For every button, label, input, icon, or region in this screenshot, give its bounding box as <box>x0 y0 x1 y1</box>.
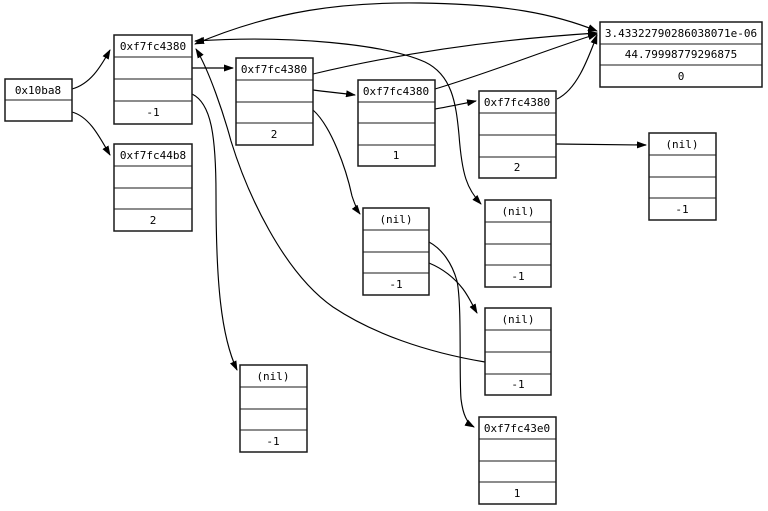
node-nil-lower: (nil) -1 <box>484 307 552 396</box>
edge-nil-lower-to-n1 <box>195 48 486 363</box>
node-nil-lower-value: -1 <box>511 378 524 391</box>
node-n3: 0xf7fc4380 2 <box>235 57 314 146</box>
edge-n3-to-n4 <box>312 89 356 98</box>
node-nil-bottom-left: (nil) -1 <box>239 364 308 453</box>
edge-n3-to-floats <box>312 30 598 75</box>
node-n4-value: 1 <box>393 149 400 162</box>
edge-root-to-n2 <box>71 111 111 156</box>
node-n4: 0xf7fc4380 1 <box>357 79 436 167</box>
node-n2: 0xf7fc44b8 2 <box>113 143 193 232</box>
edge-n3-to-nil-mid <box>312 109 361 215</box>
node-n6-title: 0xf7fc43e0 <box>484 422 550 435</box>
node-nil-mid: (nil) -1 <box>362 207 430 296</box>
node-n2-title: 0xf7fc44b8 <box>120 149 186 162</box>
node-nil-right: (nil) -1 <box>648 132 717 221</box>
node-n6: 0xf7fc43e0 1 <box>478 416 557 505</box>
edge-nil-mid-to-nil-lower <box>428 262 478 314</box>
node-nil-upper: (nil) -1 <box>484 199 552 288</box>
node-n5: 0xf7fc4380 2 <box>478 90 557 179</box>
edge-n5-to-floats <box>556 34 598 100</box>
node-nil-lower-title: (nil) <box>501 313 534 326</box>
node-root: 0x10ba8 <box>4 78 73 122</box>
node-nil-upper-value: -1 <box>511 270 524 283</box>
node-floats-row3: 0 <box>678 70 685 83</box>
node-floats: 3.43322790286038071e-06 44.7999877929687… <box>599 21 763 88</box>
edge-n1-to-nil-bottom-left <box>191 93 238 371</box>
edge-root-to-n1 <box>71 49 111 90</box>
node-nil-upper-title: (nil) <box>501 205 534 218</box>
node-nil-right-value: -1 <box>675 203 688 216</box>
node-nil-bottom-left-title: (nil) <box>256 370 289 383</box>
edge-n1-nil-upper-both <box>194 36 482 205</box>
node-n5-title: 0xf7fc4380 <box>484 96 550 109</box>
node-n1: 0xf7fc4380 -1 <box>113 34 193 125</box>
node-nil-right-title: (nil) <box>665 138 698 151</box>
node-n3-value: 2 <box>271 128 278 141</box>
node-floats-row2: 44.79998779296875 <box>625 48 738 61</box>
edge-n4-to-floats <box>434 33 598 90</box>
edge-floats-n1-both <box>194 2 598 45</box>
edge-n5-to-nil-right <box>555 141 647 149</box>
node-n4-title: 0xf7fc4380 <box>363 85 429 98</box>
node-n2-value: 2 <box>150 214 157 227</box>
node-n1-title: 0xf7fc4380 <box>120 40 186 53</box>
node-n3-title: 0xf7fc4380 <box>241 63 307 76</box>
node-n6-value: 1 <box>514 487 521 500</box>
node-root-title: 0x10ba8 <box>15 84 61 97</box>
node-n5-value: 2 <box>514 161 521 174</box>
node-n1-value: -1 <box>146 106 159 119</box>
node-nil-bottom-left-value: -1 <box>266 435 279 448</box>
edge-nil-mid-to-n6 <box>428 241 475 428</box>
node-nil-mid-title: (nil) <box>379 213 412 226</box>
node-nil-mid-value: -1 <box>389 278 402 291</box>
node-floats-row1: 3.43322790286038071e-06 <box>605 27 757 40</box>
